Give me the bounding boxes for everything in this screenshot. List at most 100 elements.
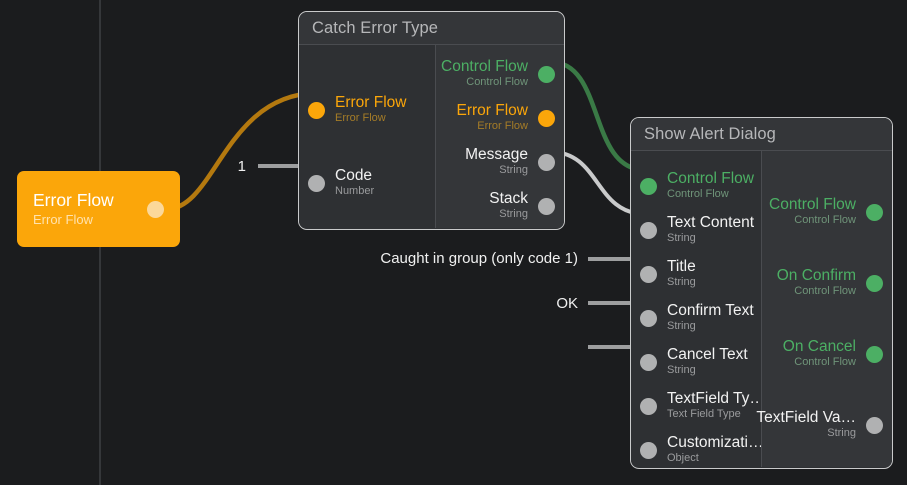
port-row-error-flow-out[interactable]: Error Flow Error Flow <box>457 101 555 135</box>
node-error-flow-start[interactable]: Error Flow Error Flow <box>17 171 180 247</box>
port-name: On Cancel <box>782 338 856 356</box>
port-name: Control Flow <box>769 196 856 214</box>
port-type: Control Flow <box>794 355 856 368</box>
port-row-on-cancel-out[interactable]: On Cancel Control Flow <box>783 337 883 371</box>
port-type: String <box>667 231 696 244</box>
port-type: Error Flow <box>335 111 386 124</box>
port-dot-title[interactable] <box>640 265 657 283</box>
node-subtitle: Error Flow <box>33 211 93 227</box>
port-dot-cancel-text[interactable] <box>640 353 657 371</box>
port-row-stack-out[interactable]: Stack String <box>489 189 555 223</box>
port-error-flow-out[interactable] <box>147 200 164 218</box>
port-labels: Customizati… Object <box>667 434 764 465</box>
port-dot-code[interactable] <box>308 174 325 192</box>
port-name: Cancel Text <box>667 346 748 364</box>
port-row-confirm-text-in[interactable]: Confirm Text String <box>640 301 754 335</box>
port-type: Object <box>667 451 699 464</box>
inline-value-title[interactable]: Caught in group (only code 1) <box>380 250 578 267</box>
port-name: Error Flow <box>456 102 528 120</box>
port-row-error-flow-in[interactable]: Error Flow Error Flow <box>308 93 406 127</box>
port-name: Control Flow <box>441 58 528 76</box>
port-name: Control Flow <box>667 170 754 188</box>
port-type: String <box>667 363 696 376</box>
port-row-control-flow-out[interactable]: Control Flow Control Flow <box>441 57 555 91</box>
port-row-textfield-value-out[interactable]: TextField Va… String <box>756 408 883 442</box>
node-show-alert-dialog[interactable]: Show Alert Dialog Control Flow Control F… <box>630 117 893 469</box>
inline-value-code[interactable]: 1 <box>237 158 246 175</box>
node-body: Control Flow Control Flow Text Content S… <box>631 151 892 467</box>
port-row-text-content-in[interactable]: Text Content String <box>640 213 754 247</box>
port-row-code-in[interactable]: Code Number <box>308 166 374 200</box>
input-port-column: Control Flow Control Flow Text Content S… <box>631 151 765 467</box>
port-labels: Cancel Text String <box>667 346 748 377</box>
port-type: String <box>667 275 696 288</box>
port-labels: Error Flow Error Flow <box>335 94 406 125</box>
port-row-on-confirm-out[interactable]: On Confirm Control Flow <box>777 266 883 300</box>
port-labels: Confirm Text String <box>667 302 754 333</box>
node-body: Error Flow Error Flow Code Number Contro… <box>299 45 564 228</box>
port-name: Message <box>465 146 528 164</box>
node-header[interactable]: Show Alert Dialog <box>631 118 892 151</box>
port-name: Title <box>667 258 696 276</box>
port-labels: Code Number <box>335 167 375 198</box>
port-dot-error-flow[interactable] <box>308 101 325 119</box>
port-labels: Control Flow Control Flow <box>667 170 754 201</box>
port-type: Control Flow <box>466 75 528 88</box>
port-labels: On Cancel Control Flow <box>782 338 856 369</box>
inline-value-confirm-text[interactable]: OK <box>556 295 578 312</box>
port-row-title-in[interactable]: Title String <box>640 257 696 291</box>
port-dot-confirm-text[interactable] <box>640 309 657 327</box>
input-port-column: Error Flow Error Flow Code Number <box>299 45 435 228</box>
node-catch-error-type[interactable]: Catch Error Type Error Flow Error Flow C… <box>298 11 565 230</box>
port-name: Customizati… <box>667 434 764 452</box>
wire-error-flow <box>166 90 317 212</box>
port-type: Number <box>335 184 375 197</box>
port-dot-message[interactable] <box>538 153 555 171</box>
port-name: On Confirm <box>776 267 856 285</box>
port-type: Error Flow <box>477 119 528 132</box>
port-row-customization-in[interactable]: Customizati… Object <box>640 433 763 467</box>
port-type: String <box>499 163 528 176</box>
port-labels: Control Flow Control Flow <box>441 58 528 89</box>
port-type: Control Flow <box>794 284 856 297</box>
port-name: TextField Va… <box>756 409 856 427</box>
node-title: Show Alert Dialog <box>644 124 776 143</box>
port-labels: Text Content String <box>667 214 755 245</box>
port-dot-control-flow[interactable] <box>866 203 883 221</box>
port-labels: Error Flow Error Flow <box>456 102 528 133</box>
port-dot-control-flow[interactable] <box>538 65 555 83</box>
port-type: String <box>499 207 528 220</box>
port-type: String <box>667 319 696 332</box>
port-type: Text Field Type <box>667 407 741 420</box>
port-labels: On Confirm Control Flow <box>776 267 856 298</box>
port-name: TextField Ty… <box>667 390 765 408</box>
port-dot-stack[interactable] <box>538 197 555 215</box>
port-row-textfield-type-in[interactable]: TextField Ty… Text Field Type <box>640 389 765 423</box>
output-port-column: Control Flow Control Flow Error Flow Err… <box>435 45 564 228</box>
port-labels: TextField Va… String <box>756 409 856 440</box>
port-row-control-flow-in[interactable]: Control Flow Control Flow <box>640 169 754 203</box>
port-dot-on-cancel[interactable] <box>866 345 883 363</box>
output-port-column: Control Flow Control Flow On Confirm Con… <box>756 151 892 467</box>
node-title: Error Flow <box>33 189 114 210</box>
port-dot-customization[interactable] <box>640 441 657 459</box>
port-row-cancel-text-in[interactable]: Cancel Text String <box>640 345 748 379</box>
port-type: Control Flow <box>794 213 856 226</box>
error-flow-start-labels: Error Flow Error Flow <box>33 189 114 227</box>
port-dot-error-flow[interactable] <box>538 109 555 127</box>
port-name: Text Content <box>667 214 755 232</box>
port-row-message-out[interactable]: Message String <box>465 145 555 179</box>
port-dot-on-confirm[interactable] <box>866 274 883 292</box>
port-row-control-flow-out[interactable]: Control Flow Control Flow <box>769 195 883 229</box>
port-type: String <box>827 426 856 439</box>
port-dot-textfield-type[interactable] <box>640 397 657 415</box>
port-labels: Message String <box>465 146 528 177</box>
port-dot-control-flow[interactable] <box>640 177 657 195</box>
port-dot-textfield-value[interactable] <box>866 416 883 434</box>
port-dot-text-content[interactable] <box>640 221 657 239</box>
port-labels: Title String <box>667 258 696 289</box>
port-name: Code <box>335 167 373 185</box>
port-labels: Control Flow Control Flow <box>769 196 856 227</box>
node-header[interactable]: Catch Error Type <box>299 12 564 45</box>
